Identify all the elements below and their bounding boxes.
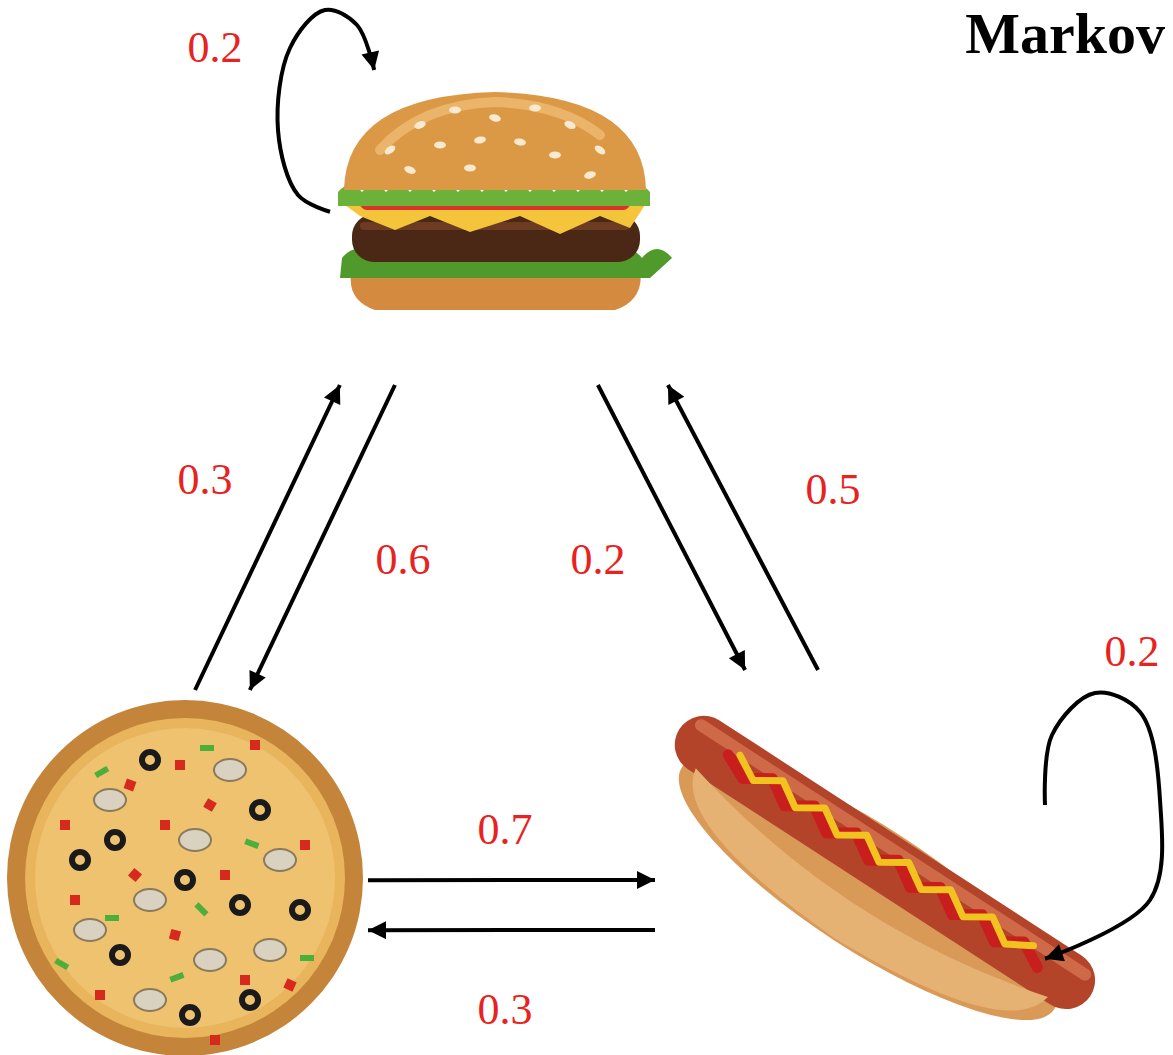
hotdog-illustration bbox=[629, 703, 1107, 1055]
transition-arrow bbox=[278, 10, 375, 212]
transition-probability: 0.2 bbox=[568, 536, 629, 584]
transition-probability: 0.3 bbox=[175, 456, 236, 504]
transition-probability: 0.7 bbox=[475, 806, 536, 854]
transition-arrow bbox=[1045, 693, 1162, 959]
transition-arrow bbox=[368, 878, 655, 882]
state-node bbox=[0, 690, 368, 1055]
burger-illustration bbox=[338, 92, 672, 310]
diagram-title: Markov bbox=[965, 2, 1165, 66]
transition-arrow bbox=[668, 385, 818, 670]
transition-arrow bbox=[598, 385, 745, 670]
transition-arrow bbox=[195, 385, 340, 690]
transition-arrow bbox=[368, 928, 655, 932]
transition-probability: 0.3 bbox=[475, 986, 536, 1034]
state-node bbox=[330, 70, 670, 385]
pizza-illustration bbox=[7, 700, 363, 1055]
transition-probability: 0.2 bbox=[1102, 628, 1163, 676]
state-node bbox=[655, 670, 1045, 1045]
transition-probability: 0.2 bbox=[185, 24, 246, 72]
transition-probability: 0.5 bbox=[803, 466, 864, 514]
transition-probability: 0.6 bbox=[373, 536, 434, 584]
